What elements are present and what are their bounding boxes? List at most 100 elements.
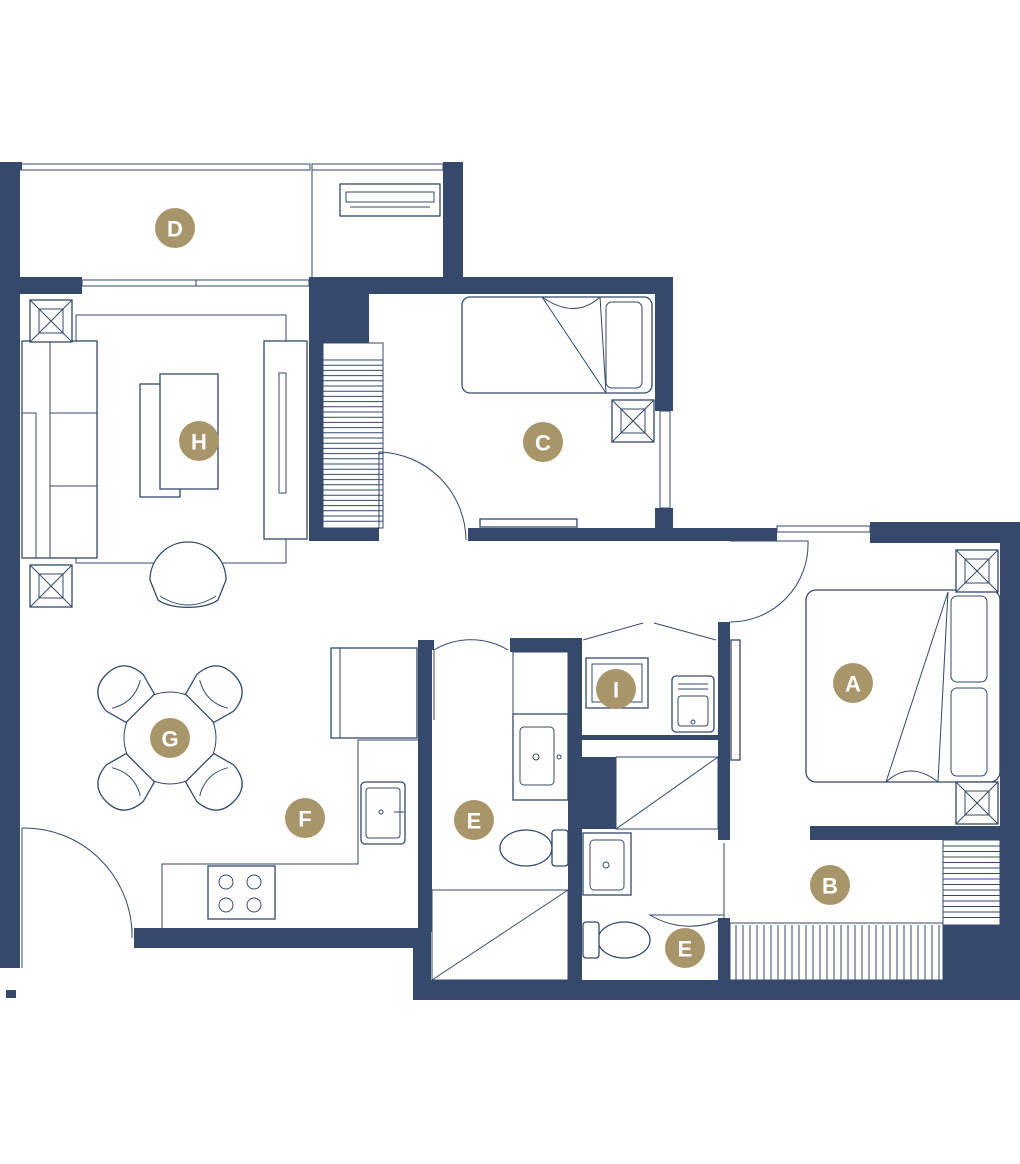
room-label-f: F	[285, 798, 325, 838]
kitchen-counter	[161, 739, 418, 928]
wall-bedroom-c-north	[309, 277, 673, 294]
wall-bath-sw	[413, 928, 431, 1000]
dining-chair	[97, 752, 156, 811]
window-bedroom-c	[659, 410, 671, 509]
dining-chair	[184, 665, 243, 724]
wall-bedroom-a-north	[870, 522, 1020, 543]
walls	[0, 162, 1020, 1000]
wall-kitchen-south	[134, 928, 431, 948]
fridge	[330, 647, 418, 739]
wall-bath-column	[568, 757, 616, 829]
wall-south	[413, 980, 1020, 1000]
room-label-text: A	[845, 672, 861, 697]
room-label-e1: E	[454, 800, 494, 840]
room-label-a: A	[833, 663, 873, 703]
window-balcony-north	[19, 163, 311, 171]
room-label-text: I	[613, 678, 619, 703]
wall-bath2-east	[718, 918, 730, 980]
windows	[19, 163, 871, 533]
room-label-text: E	[467, 809, 482, 834]
wall-east	[1000, 522, 1020, 1000]
laundry-sink	[671, 675, 715, 733]
room-labels: A B C D E E F G H I	[150, 208, 873, 968]
door-bedroom-a	[729, 540, 809, 623]
window-bedroom-a	[776, 525, 871, 533]
dining-chairs	[97, 665, 243, 811]
wall-closet-c-west	[309, 343, 323, 541]
bath1-cabinet	[512, 651, 569, 715]
sofa	[21, 340, 98, 559]
toilet-1	[499, 829, 553, 867]
wardrobe-b-south	[729, 922, 944, 981]
door-bath-2	[648, 843, 725, 927]
wall-bedroom-c-east-upper	[655, 277, 673, 411]
vanity-1	[512, 713, 569, 801]
wall-laundry-south	[580, 735, 720, 740]
dining-furniture	[97, 665, 243, 811]
room-label-text: H	[191, 430, 207, 455]
wardrobe-c	[322, 342, 384, 529]
vanity-2	[582, 832, 632, 896]
wall-bath1-north	[510, 638, 580, 652]
room-label-i: I	[596, 669, 636, 709]
room-label-c: C	[523, 422, 563, 462]
room-label-text: G	[161, 727, 178, 752]
cooktop	[207, 865, 276, 920]
wall-nw-cap	[0, 162, 22, 170]
shower-2	[615, 756, 719, 830]
room-label-text: C	[535, 431, 551, 456]
wardrobe-slats	[943, 845, 1000, 918]
kitchen-furniture	[161, 647, 418, 928]
lamp-c	[611, 399, 655, 443]
room-label-text: F	[298, 807, 311, 832]
window-storage-north	[311, 163, 444, 171]
wardrobe-b-east	[942, 839, 1001, 926]
tv-a	[730, 639, 741, 761]
lamp-a1	[955, 549, 999, 593]
shower-1	[431, 889, 569, 981]
wall-column-c	[309, 277, 369, 343]
balcony	[339, 183, 441, 217]
wardrobe-slats	[735, 925, 940, 980]
door-bedroom-c	[378, 451, 467, 541]
room-label-b: B	[810, 865, 850, 905]
bathroom-1-furniture	[431, 651, 569, 981]
room-label-text: E	[678, 937, 693, 962]
room-label-text: D	[167, 217, 183, 242]
dining-chair	[184, 752, 243, 811]
wardrobe-slats	[323, 359, 383, 522]
bathroom-2-furniture	[582, 756, 719, 959]
wall-bath1-west-cap	[418, 640, 434, 650]
door-laundry-right	[653, 622, 717, 641]
room-label-d: D	[155, 208, 195, 248]
wall-living-north-left	[20, 277, 82, 294]
wall-bedroom-c-south-left	[309, 528, 379, 541]
toilet-2	[597, 921, 651, 959]
room-label-e2: E	[665, 928, 705, 968]
lamp-2	[29, 564, 73, 608]
walk-in-closet	[729, 839, 1001, 981]
room-label-text: B	[822, 874, 838, 899]
door-entry	[21, 827, 133, 939]
desk-c	[479, 518, 578, 528]
armchair	[149, 541, 227, 609]
bedroom-a-furniture	[730, 549, 1001, 825]
wall-west	[0, 162, 20, 968]
lamp-a2	[955, 781, 999, 825]
door-bath-1	[433, 639, 509, 720]
wall-west-stub	[6, 990, 16, 998]
bedroom-c-furniture	[322, 296, 655, 529]
tv	[278, 372, 287, 494]
wall-hall-east	[718, 622, 730, 840]
door-laundry-left	[582, 622, 644, 641]
wall-bedroom-a-south	[810, 826, 1000, 840]
wall-bath1-west	[418, 640, 432, 932]
living-room-furniture	[21, 299, 308, 609]
wall-bedroom-c-south-right	[468, 528, 777, 541]
dining-table	[123, 691, 217, 785]
ac-unit	[339, 183, 441, 217]
lamp-1	[29, 299, 73, 343]
dining-chair	[97, 665, 156, 724]
doors	[21, 451, 809, 968]
